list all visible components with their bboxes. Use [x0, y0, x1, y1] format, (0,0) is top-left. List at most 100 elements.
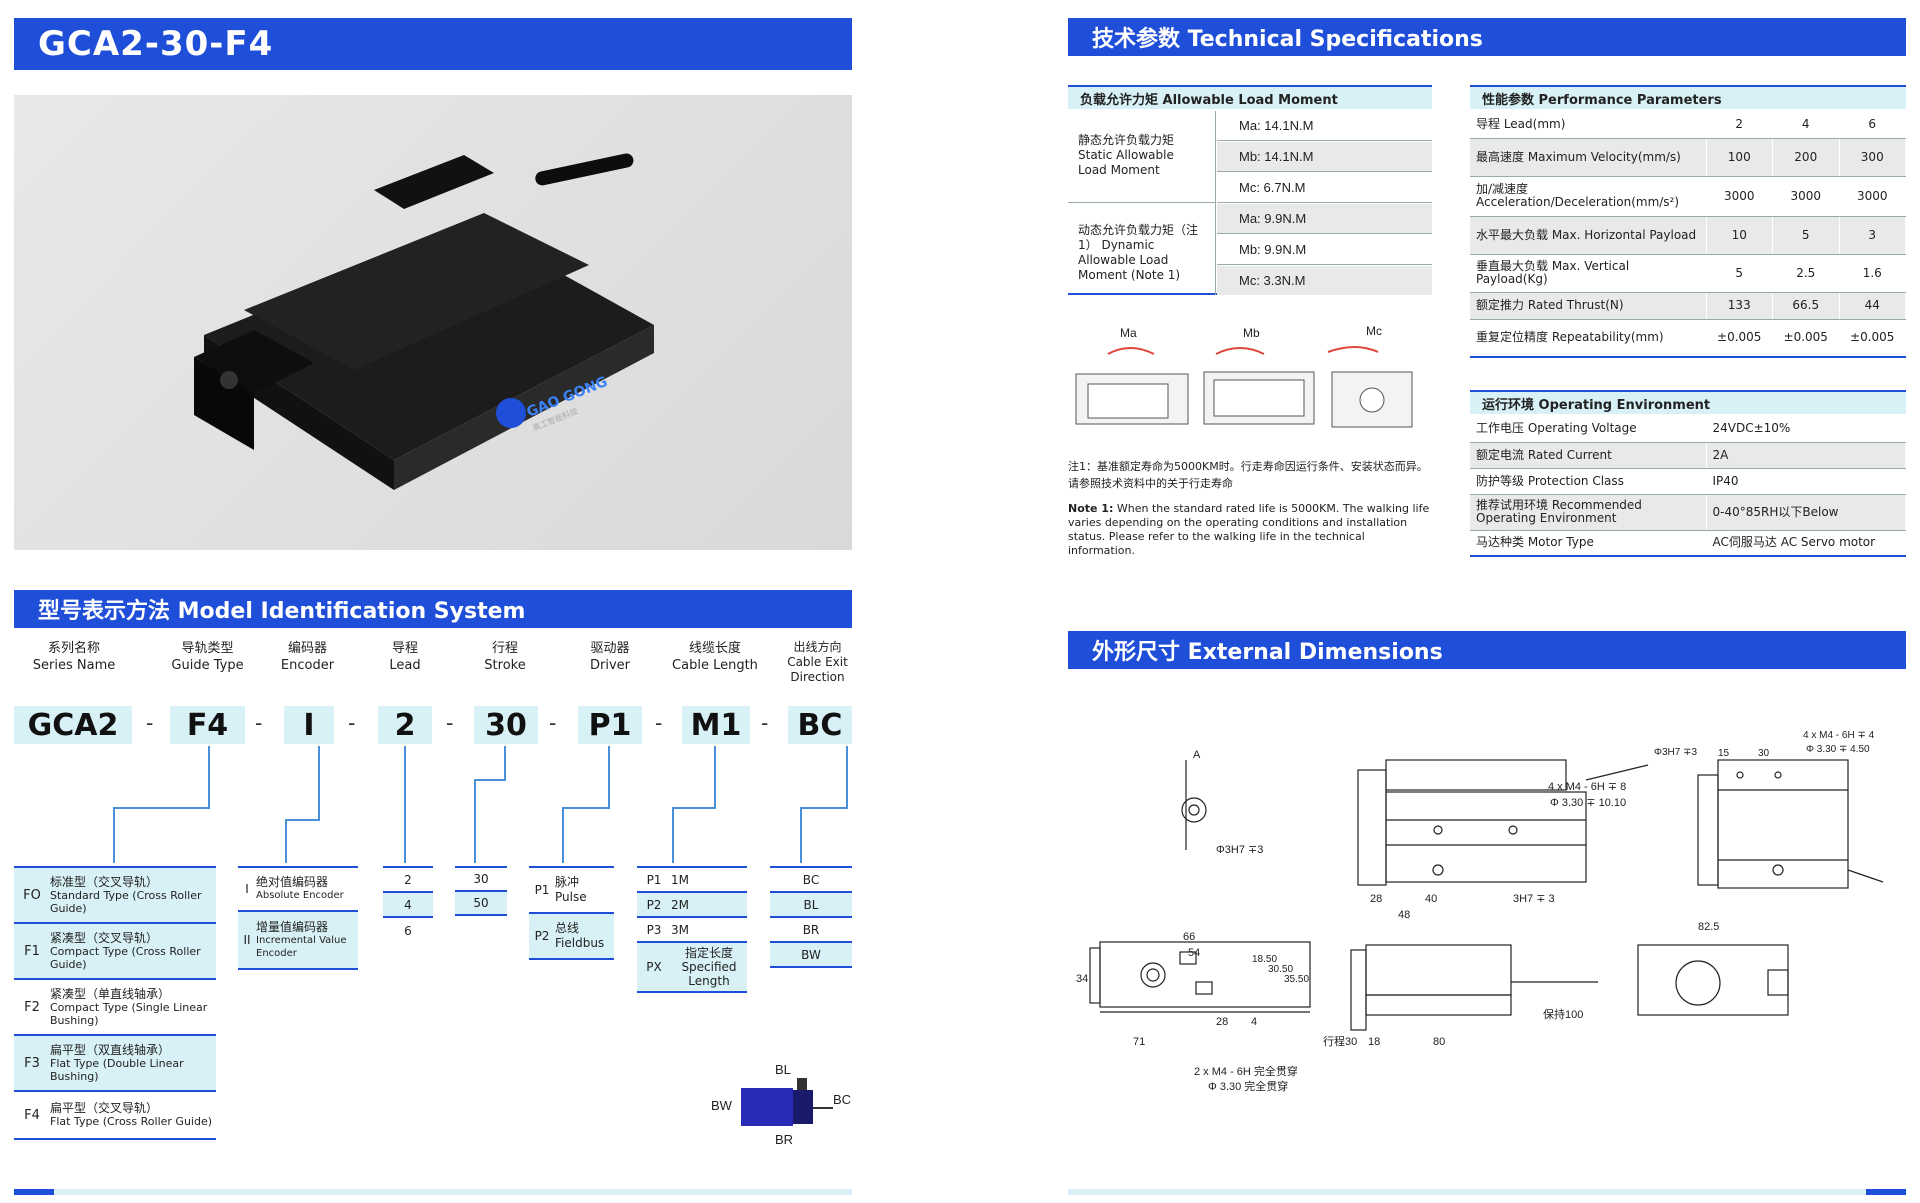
load-value: Ma: 14.1N.M — [1217, 111, 1432, 141]
dim-label: 18 — [1368, 1036, 1380, 1048]
dims-title: 外形尺寸 External Dimensions — [1092, 640, 1443, 665]
perf-value: 66.5 — [1772, 292, 1840, 320]
exit-option: BL — [770, 893, 852, 918]
lead-options: 2 4 6 — [383, 866, 433, 943]
perf-value: 5 — [1705, 254, 1773, 293]
dim-label: Φ3H7 ∓3 — [1654, 747, 1697, 758]
perf-label: 导程 Lead(mm) — [1470, 111, 1707, 139]
perf-value: 3000 — [1838, 176, 1906, 217]
dim-label: 34 — [1076, 973, 1088, 985]
dash: - — [255, 710, 263, 735]
dim-label: 行程30 — [1323, 1035, 1357, 1048]
dash: - — [146, 710, 154, 735]
perf-value: ±0.005 — [1772, 319, 1840, 358]
dash: - — [761, 710, 769, 735]
perf-label: 水平最大负载 Max. Horizontal Payload — [1470, 216, 1707, 255]
code-lead: 2 — [378, 706, 432, 744]
dash: - — [549, 710, 557, 735]
perf-value: ±0.005 — [1838, 319, 1906, 358]
code-stroke: 30 — [474, 706, 538, 744]
dim-label: Φ 3.30 完全贯穿 — [1208, 1079, 1288, 1093]
lead-option: 2 — [383, 868, 433, 893]
env-label: 推荐试用环境 Recommended Operating Environment — [1470, 494, 1707, 531]
perf-value: 5 — [1772, 216, 1840, 255]
moment-label-mb: Mb — [1243, 326, 1260, 340]
perf-value: 2.5 — [1772, 254, 1840, 293]
dim-label: 54 — [1188, 947, 1200, 959]
moment-diagrams: Ma Mb Mc — [1068, 322, 1432, 437]
dim-label: 66 — [1183, 931, 1195, 943]
dimension-drawings: 66 54 34 18.50 30.50 35.50 28 4 71 2 x M… — [1068, 720, 1908, 1100]
guide-option-f2: F2 紧凑型（单直线轴承）Compact Type (Single Linear… — [14, 980, 216, 1036]
env-row: 推荐试用环境 Recommended Operating Environment… — [1470, 494, 1906, 531]
dim-label: 82.5 — [1698, 921, 1719, 933]
model-section-bar: 型号表示方法 Model Identification System — [14, 590, 852, 628]
exit-option: BC — [770, 868, 852, 893]
perf-value: 2 — [1705, 111, 1773, 139]
exit-option: BW — [770, 943, 852, 968]
env-label: 额定电流 Rated Current — [1470, 442, 1707, 469]
guide-options: FO 标准型（交叉导轨）Standard Type (Cross Roller … — [14, 866, 216, 1140]
perf-value: 3000 — [1772, 176, 1840, 217]
env-value: IP40 — [1705, 468, 1906, 495]
dim-label: 40 — [1425, 893, 1437, 905]
dim-label: 保持100 — [1543, 1007, 1583, 1021]
perf-value: 133 — [1705, 292, 1773, 320]
perf-value: 200 — [1772, 138, 1840, 177]
env-value: 24VDC±10% — [1705, 416, 1906, 443]
perf-label: 重复定位精度 Repeatability(mm) — [1470, 319, 1707, 358]
code-series: GCA2 — [14, 706, 132, 744]
dim-label: 30.50 — [1268, 964, 1293, 975]
note-cn: 注1：基准额定寿命为5000KM时。行走寿命因运行条件、安装状态而异。请参照技术… — [1068, 460, 1428, 490]
moment-label-ma: Ma — [1120, 326, 1137, 340]
perf-label: 额定推力 Rated Thrust(N) — [1470, 292, 1707, 320]
exit-label-bl: BL — [775, 1062, 791, 1077]
tech-spec-bar: 技术参数 Technical Specifications — [1068, 18, 1906, 56]
product-photo: GAO GONG 高工智能科技 — [14, 95, 852, 550]
dim-label: Φ 3.30 ∓ 10.10 — [1550, 797, 1626, 809]
dim-label: 48 — [1398, 909, 1410, 921]
env-value: AC伺服马达 AC Servo motor — [1705, 530, 1906, 557]
perf-value: 4 — [1772, 111, 1840, 139]
perf-label: 垂直最大负载 Max. Vertical Payload(Kg) — [1470, 254, 1707, 293]
perf-value: 44 — [1838, 292, 1906, 320]
dash: - — [655, 710, 663, 735]
dim-label: 28 — [1216, 1016, 1228, 1028]
env-value: 2A — [1705, 442, 1906, 469]
env-label: 工作电压 Operating Voltage — [1470, 416, 1707, 443]
tech-spec-title: 技术参数 Technical Specifications — [1092, 27, 1483, 52]
static-label: 静态允许负载力矩 Static Allowable Load Moment — [1068, 111, 1216, 203]
exit-options: BC BL BR BW — [770, 866, 852, 968]
guide-option-f4: F4 扁平型（交叉导轨）Flat Type (Cross Roller Guid… — [14, 1092, 216, 1140]
load-value: Mc: 3.3N.M — [1217, 266, 1432, 295]
cable-exit-diagram: BL BW BC BR — [705, 1060, 855, 1150]
load-value: Mb: 9.9N.M — [1217, 235, 1432, 265]
exit-label-bc: BC — [833, 1092, 852, 1107]
dim-label: 28 — [1370, 893, 1382, 905]
load-value: Ma: 9.9N.M — [1217, 204, 1432, 234]
product-title-bar: GCA2-30-F4 — [14, 18, 852, 70]
dash: - — [348, 710, 356, 735]
dim-label: 35.50 — [1284, 974, 1309, 985]
dim-label: A — [1193, 749, 1201, 761]
perf-label: 最高速度 Maximum Velocity(mm/s) — [1470, 138, 1707, 177]
dim-label: 4 x M4 - 6H ∓ 8 — [1548, 781, 1626, 793]
